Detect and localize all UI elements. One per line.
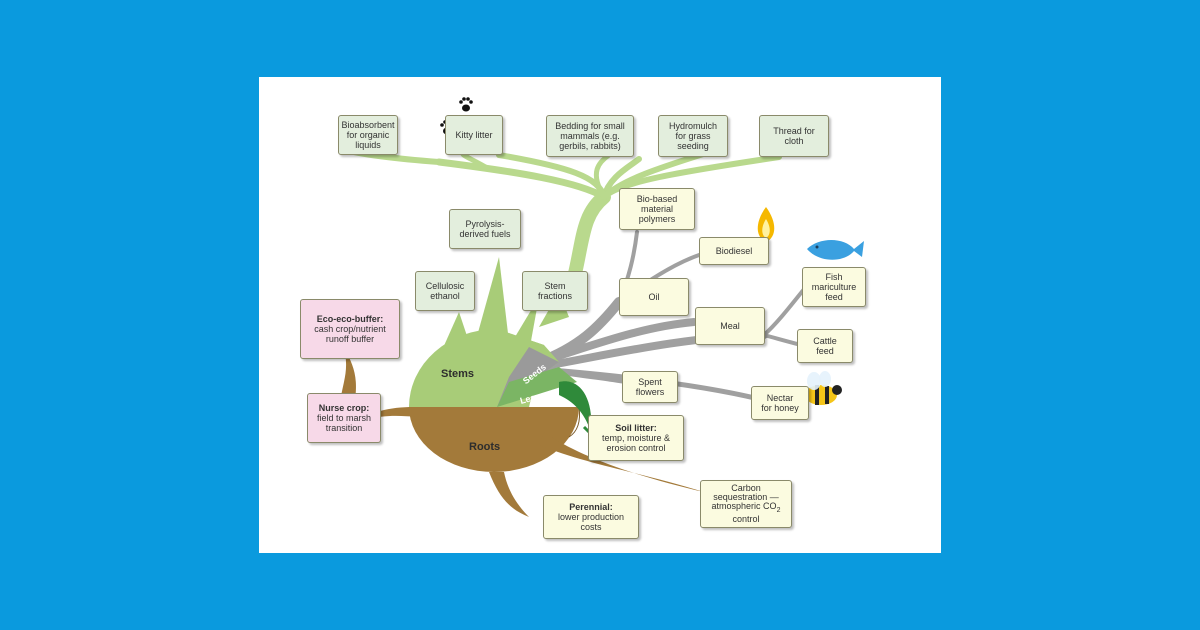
- nurse-crop-title: Nurse crop:: [319, 403, 370, 413]
- node-soil-litter: Soil litter: temp, moisture & erosion co…: [588, 415, 684, 461]
- carbon-line4: control: [732, 515, 759, 524]
- nurse-crop-desc: field to marsh transition: [317, 413, 371, 433]
- node-thread: Thread for cloth: [759, 115, 829, 157]
- eco-buffer-desc: cash crop/nutrient runoff buffer: [314, 324, 386, 344]
- node-biosorbent: Bioabsorbent for organic liquids: [338, 115, 398, 155]
- eco-buffer-title: Eco-eco-buffer:: [317, 314, 384, 324]
- node-hydromulch: Hydromulch for grass seeding: [658, 115, 728, 157]
- perennial-title: Perennial:: [569, 502, 613, 512]
- node-perennial: Perennial: lower production costs: [543, 495, 639, 539]
- perennial-desc: lower production costs: [558, 512, 624, 532]
- node-bedding: Bedding for small mammals (e.g. gerbils,…: [546, 115, 634, 157]
- carbon-sub: 2: [777, 507, 781, 514]
- node-cellulosic: Cellulosic ethanol: [415, 271, 475, 311]
- node-kitty-litter: Kitty litter: [445, 115, 503, 155]
- node-bio-polymers: Bio-based material polymers: [619, 188, 695, 230]
- node-stem-fractions: Stem fractions: [522, 271, 588, 311]
- node-cattle-feed: Cattle feed: [797, 329, 853, 363]
- node-pyrolysis: Pyrolysis- derived fuels: [449, 209, 521, 249]
- node-oil: Oil: [619, 278, 689, 316]
- node-spent-flowers: Spent flowers: [622, 371, 678, 403]
- bee-icon: [805, 371, 842, 405]
- node-eco-buffer: Eco-eco-buffer: cash crop/nutrient runof…: [300, 299, 400, 359]
- node-carbon: Carbon sequestration — atmospheric CO2 c…: [700, 480, 792, 528]
- node-nectar: Nectar for honey: [751, 386, 809, 420]
- soil-litter-title: Soil litter:: [615, 423, 657, 433]
- node-fish-feed: Fish mariculture feed: [802, 267, 866, 307]
- node-biodiesel: Biodiesel: [699, 237, 769, 265]
- stems-label: Stems: [441, 368, 474, 380]
- soil-litter-desc: temp, moisture & erosion control: [602, 433, 670, 453]
- diagram-card: Stems Seeds Leaves Roots: [259, 77, 941, 553]
- node-nurse-crop: Nurse crop: field to marsh transition: [307, 393, 381, 443]
- carbon-line3: atmospheric CO: [712, 501, 777, 511]
- fish-icon: [807, 240, 864, 260]
- roots-label: Roots: [469, 441, 500, 453]
- node-meal: Meal: [695, 307, 765, 345]
